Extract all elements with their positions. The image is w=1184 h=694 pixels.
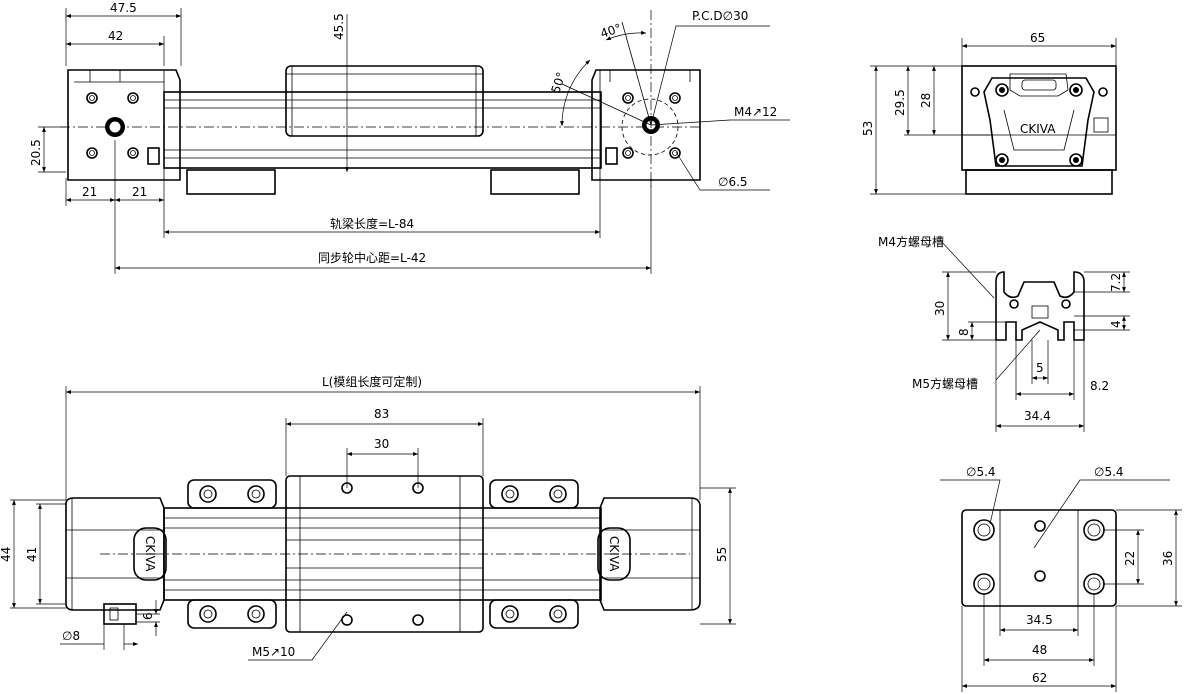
dim-28: 28: [919, 93, 933, 108]
m5-slot-label: M5方螺母槽: [912, 376, 978, 391]
profile-dim-30: 30: [933, 301, 947, 316]
front-dim-83: 83: [374, 407, 389, 421]
end-view-top: 65 29.5 28 53 CKIVA: [861, 31, 1117, 195]
angle-40: 40°: [599, 21, 624, 41]
profile-dim-7-2: 7.2: [1109, 273, 1123, 292]
dim-21-b: 21: [132, 185, 147, 199]
profile-dim-4: 4: [1109, 320, 1123, 328]
m4-slot-label: M4方螺母槽: [878, 234, 944, 249]
logo-left: CKIVA: [143, 536, 157, 572]
dia-5-4-left: ∅5.4: [966, 465, 996, 479]
profile-view: M4方螺母槽 M5方螺母槽 30 8 7.2 4 5 8.2 34.4: [878, 234, 1130, 432]
front-view: L(模组长度可定制) 83 30 44 41 55 6 ∅8 M5↗10 CKI…: [0, 374, 736, 661]
top-view: 47.5 42 45.5 20.5 21 21 P.C.D∅30 40° 50°…: [29, 1, 790, 274]
dia-8: ∅8: [62, 629, 80, 643]
dia-5-4-right: ∅5.4: [1094, 465, 1124, 479]
pulley-center-label: 同步轮中心距=L-42: [318, 250, 426, 265]
dim-53: 53: [861, 121, 875, 136]
mounting-plate-view: ∅5.4 ∅5.4 22 36 34.5 48 62: [940, 465, 1182, 692]
front-dim-44: 44: [0, 547, 13, 562]
logo-text-end: CKIVA: [1020, 122, 1056, 136]
profile-dim-8-2: 8.2: [1090, 379, 1109, 393]
dim-48: 48: [1032, 643, 1047, 657]
rail-length-label: 轨梁长度=L-84: [330, 216, 414, 231]
dim-34-5: 34.5: [1026, 613, 1053, 627]
dim-42: 42: [108, 29, 123, 43]
front-dim-30: 30: [374, 437, 389, 451]
front-dim-41: 41: [25, 547, 39, 562]
dim-21-a: 21: [82, 185, 97, 199]
dim-62: 62: [1032, 671, 1047, 685]
m4-depth: M4↗12: [734, 105, 777, 119]
pcd-label: P.C.D∅30: [692, 9, 748, 23]
profile-dim-5: 5: [1036, 361, 1044, 375]
m5-depth: M5↗10: [252, 645, 295, 659]
profile-dim-34-4: 34.4: [1024, 409, 1051, 423]
dim-20-5: 20.5: [29, 139, 43, 166]
profile-dim-8: 8: [957, 328, 971, 336]
dim-45-5: 45.5: [332, 13, 346, 40]
dim-47-5: 47.5: [110, 1, 137, 15]
front-dim-55: 55: [715, 547, 729, 562]
front-dim-6: 6: [141, 612, 155, 620]
dia-6-5: ∅6.5: [718, 175, 748, 189]
dim-65: 65: [1030, 31, 1045, 45]
dim-36: 36: [1161, 551, 1175, 566]
dim-29-5: 29.5: [893, 89, 907, 116]
module-length-label: L(模组长度可定制): [322, 374, 422, 389]
angle-50: 50°: [549, 70, 569, 95]
dim-22: 22: [1123, 551, 1137, 566]
logo-right: CKIVA: [607, 536, 621, 572]
